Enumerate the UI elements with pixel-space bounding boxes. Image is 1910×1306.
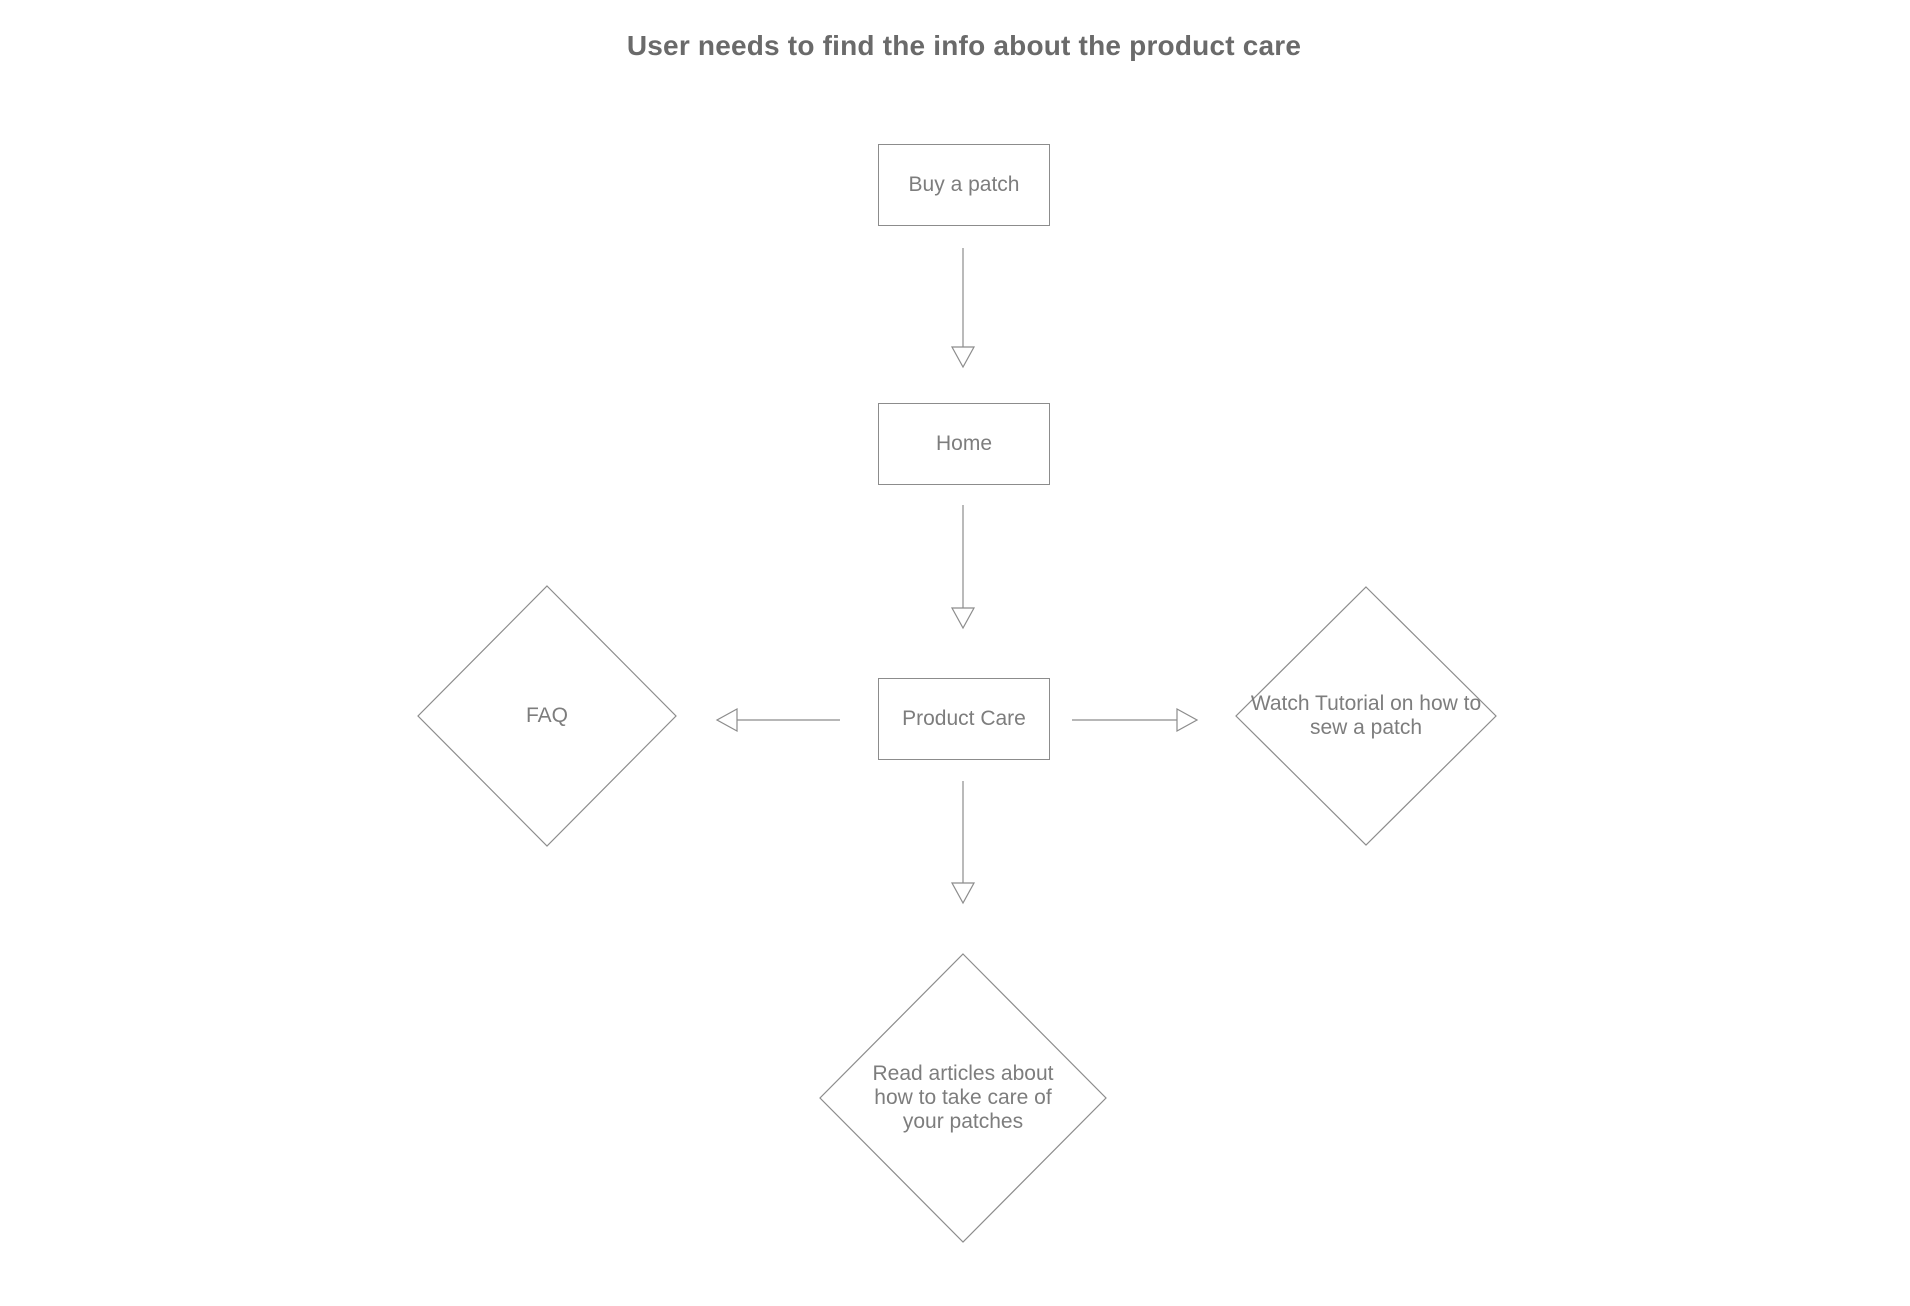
node-home: Home (878, 403, 1050, 485)
arrowhead-left-icon (715, 707, 738, 733)
node-home-label: Home (935, 432, 993, 455)
node-faq-label: FAQ (525, 704, 568, 727)
node-faq: FAQ (417, 585, 677, 847)
node-product-care-label: Product Care (902, 707, 1026, 730)
node-buy-a-patch: Buy a patch (878, 144, 1050, 226)
node-watch-tutorial: Watch Tutorial on how to sew a patch (1235, 586, 1497, 846)
arrow-home-to-product-care (950, 505, 976, 630)
node-product-care: Product Care (878, 678, 1050, 760)
arrow-product-care-to-watch-tutorial (1072, 707, 1199, 733)
diamond-shape (417, 585, 677, 847)
diamond-shape (819, 953, 1107, 1243)
arrow-buy-patch-to-home (950, 248, 976, 369)
node-read-articles: Read articles about how to take care of … (819, 953, 1107, 1243)
arrowhead-down-icon (950, 607, 976, 630)
diagram-title: User needs to find the info about the pr… (626, 30, 1302, 61)
arrowhead-right-icon (1176, 707, 1199, 733)
arrow-product-care-to-faq (715, 707, 840, 733)
node-buy-a-patch-label: Buy a patch (908, 173, 1020, 196)
arrowhead-down-icon (950, 882, 976, 905)
node-read-articles-label: Read articles about how to take care of … (872, 1062, 1054, 1133)
arrow-product-care-to-read-articles (950, 781, 976, 905)
arrowhead-down-icon (950, 346, 976, 369)
diamond-shape (1235, 586, 1497, 846)
node-watch-tutorial-label: Watch Tutorial on how to sew a patch (1250, 692, 1482, 739)
